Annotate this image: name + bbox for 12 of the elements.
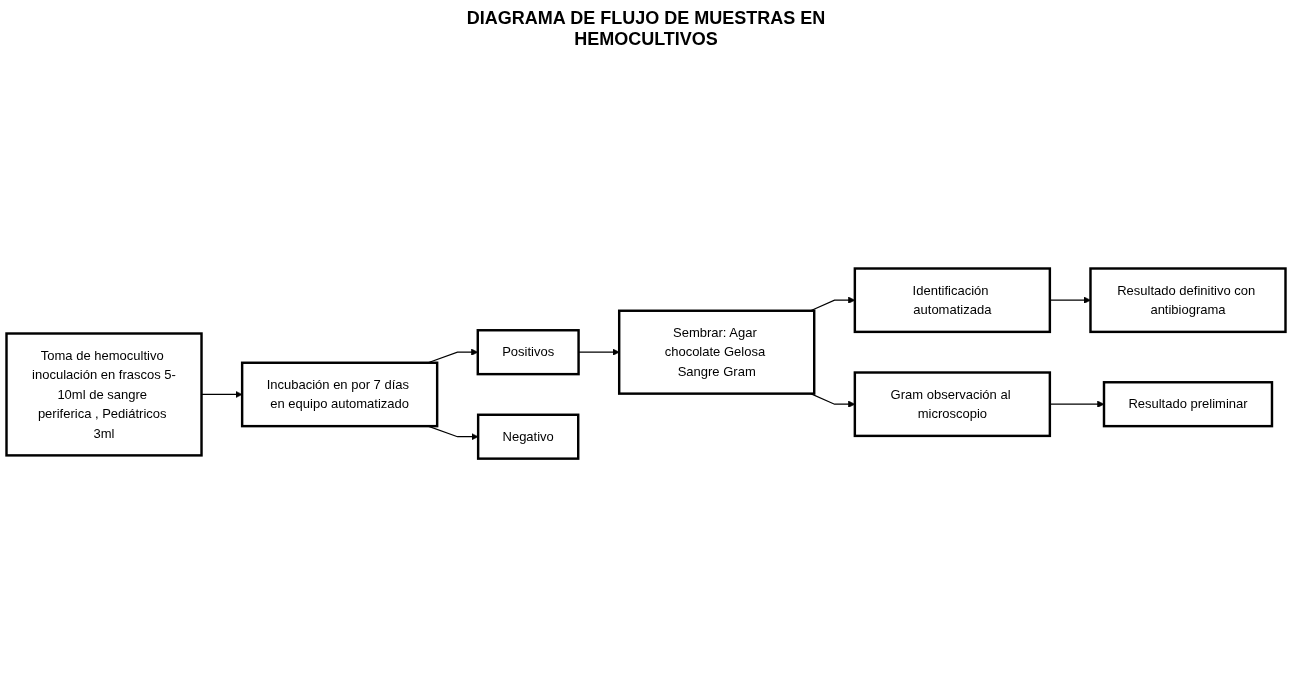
node-box: Resultado preliminar xyxy=(1102,381,1274,428)
node-box: Identificación automatizada xyxy=(853,267,1052,334)
node-box: Toma de hemocultivo inoculación en frascos 5-10ml de sangre periferica , Pediátricos 3ml xyxy=(5,332,203,458)
node-box: Negativo xyxy=(476,413,580,461)
node-box: Gram observación al microscopio xyxy=(853,371,1052,438)
node-box: Sembrar: Agar chocolate Gelosa Sangre Gram xyxy=(618,309,816,396)
node-box: Positivos xyxy=(476,329,580,376)
arrow xyxy=(1049,401,1105,409)
node-box: Resultado definitivo con antibiograma xyxy=(1089,267,1287,334)
arrow xyxy=(1049,297,1091,305)
diagram-title: DIAGRAMA DE FLUJO DE MUESTRAS EN HEMOCULTIVOS xyxy=(465,8,827,50)
node-box: Incubación en por 7 días en equipo automatizado xyxy=(240,361,439,428)
